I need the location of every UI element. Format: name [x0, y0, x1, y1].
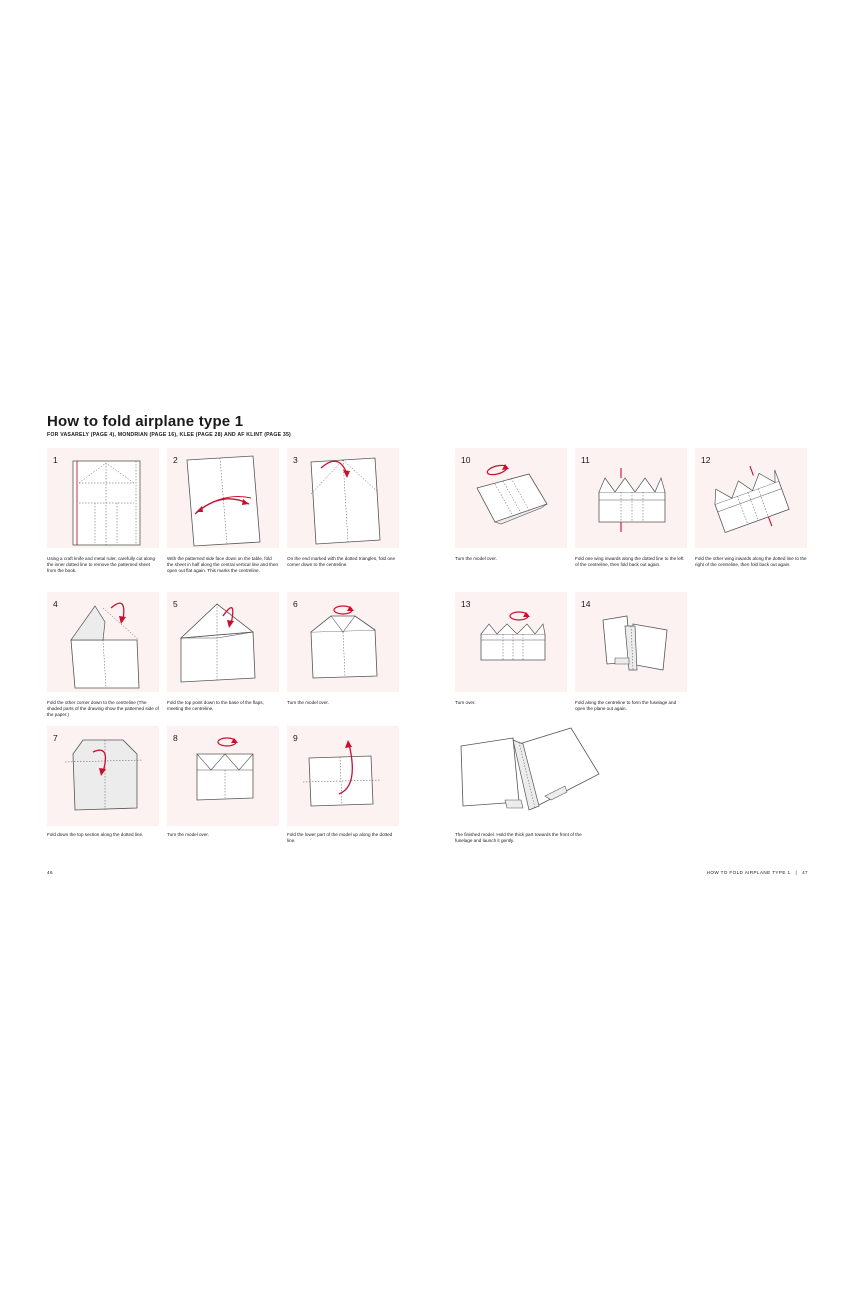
step-8-caption: Turn the model over. [167, 832, 209, 837]
step-3-panel: 3 [287, 448, 399, 548]
step-11-panel: 11 [575, 448, 687, 548]
step-10-panel: 10 [455, 448, 567, 548]
step-12-number: 12 [701, 455, 711, 465]
step-14-panel: 14 [575, 592, 687, 692]
right-page-folio: HOW TO FOLD AIRPLANE TYPE 1 | 47 [706, 870, 808, 875]
step-8-panel: 8 [167, 726, 279, 826]
step-7-diagram [64, 739, 144, 811]
step-12-panel: 12 [695, 448, 807, 548]
step-5-diagram [179, 603, 256, 683]
step-13-panel: 13 [455, 592, 567, 692]
step-13-caption: Turn over. [455, 700, 476, 705]
step-3-number: 3 [293, 455, 298, 465]
step-6-diagram [310, 605, 378, 679]
step-12-caption: Fold the other wing inwards along the do… [695, 556, 807, 568]
step-5-caption: Fold the top point down to the base of t… [167, 700, 264, 712]
step-9-number: 9 [293, 733, 298, 743]
step-12-diagram [714, 465, 790, 534]
step-5-panel: 5 [167, 592, 279, 692]
step-1-diagram [72, 460, 141, 546]
step-9-diagram [302, 740, 382, 807]
step-8-number: 8 [173, 733, 178, 743]
step-11-caption: Fold one wing inwards along the dotted l… [575, 556, 684, 568]
step-1-caption: Using a craft knife and metal ruler, car… [47, 556, 156, 574]
step-2-panel: 2 [167, 448, 279, 548]
step-13-number: 13 [461, 599, 471, 609]
step-7-number: 7 [53, 733, 58, 743]
step-4-diagram [70, 602, 140, 689]
step-3-diagram [310, 457, 381, 545]
step-4-caption: Fold the other corner down to the centre… [47, 700, 159, 718]
page-subtitle: FOR VASARELY (PAGE 4), MONDRIAN (PAGE 16… [47, 432, 291, 438]
step-13-diagram [480, 611, 546, 661]
step-14-diagram [602, 615, 668, 671]
step-2-diagram [186, 455, 261, 547]
step-2-caption: With the patterned side face down on the… [167, 556, 279, 574]
step-10-caption: Turn the model over. [455, 556, 497, 561]
finished-airplane-diagram [460, 727, 600, 811]
step-11-diagram [598, 468, 666, 532]
left-page-number: 46 [47, 870, 53, 875]
step-10-diagram [476, 464, 548, 525]
step-6-number: 6 [293, 599, 298, 609]
step-3-caption: On the end marked with the dotted triang… [287, 556, 396, 568]
step-6-panel: 6 [287, 592, 399, 692]
step-2-number: 2 [173, 455, 178, 465]
step-8-diagram [196, 737, 254, 801]
step-9-panel: 9 [287, 726, 399, 826]
page-title: How to fold airplane type 1 [47, 413, 244, 430]
step-14-number: 14 [581, 599, 591, 609]
step-4-number: 4 [53, 599, 58, 609]
step-6-caption: Turn the model over. [287, 700, 329, 705]
step-5-number: 5 [173, 599, 178, 609]
step-1-panel: 1 [47, 448, 159, 548]
step-10-number: 10 [461, 455, 471, 465]
step-7-panel: 7 [47, 726, 159, 826]
step-4-panel: 4 [47, 592, 159, 692]
step-1-number: 1 [53, 455, 58, 465]
finished-caption: The finished model. Hold the thick part … [455, 832, 582, 844]
step-11-number: 11 [581, 455, 590, 465]
step-9-caption: Fold the lower part of the model up alon… [287, 832, 393, 844]
step-14-caption: Fold along the centreline to form the fu… [575, 700, 677, 712]
step-7-caption: Fold down the top section along the dott… [47, 832, 144, 837]
